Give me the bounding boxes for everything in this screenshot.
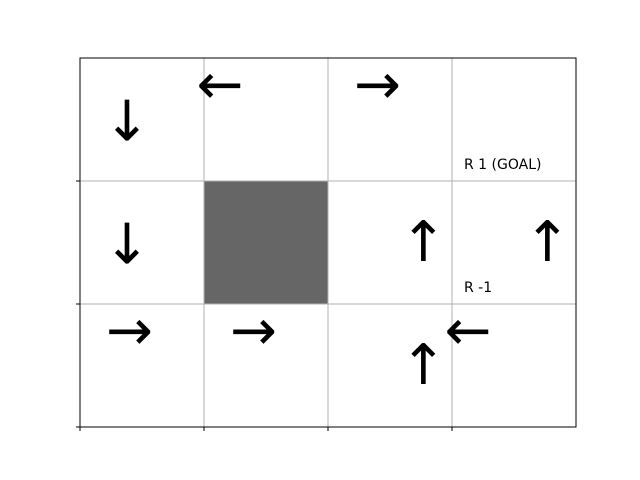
policy-arrow-up: ↑ xyxy=(524,210,571,275)
policy-arrow-up: ↑ xyxy=(400,210,447,275)
policy-arrow-right: → xyxy=(354,53,401,118)
policy-arrow-down: ↓ xyxy=(104,89,151,154)
reward-label: R 1 (GOAL) xyxy=(464,157,541,173)
reward-labels-layer: R 1 (GOAL) R -1 xyxy=(464,157,541,296)
policy-arrow-right: → xyxy=(106,299,153,364)
plot-frame xyxy=(79,57,577,428)
policy-arrows-layer: ↓←→↓↑↑→→↑← xyxy=(104,53,571,398)
policy-arrow-left: ← xyxy=(197,53,244,118)
wall-cell xyxy=(204,181,328,304)
axis-ticks-layer xyxy=(76,180,453,431)
policy-arrow-right: → xyxy=(230,299,277,364)
walls-layer xyxy=(204,181,328,304)
policy-arrow-left: ← xyxy=(445,299,492,364)
policy-arrow-down: ↓ xyxy=(104,212,151,277)
policy-arrow-up: ↑ xyxy=(400,333,447,398)
gridlines-layer xyxy=(80,58,576,427)
reward-label: R -1 xyxy=(464,280,492,296)
